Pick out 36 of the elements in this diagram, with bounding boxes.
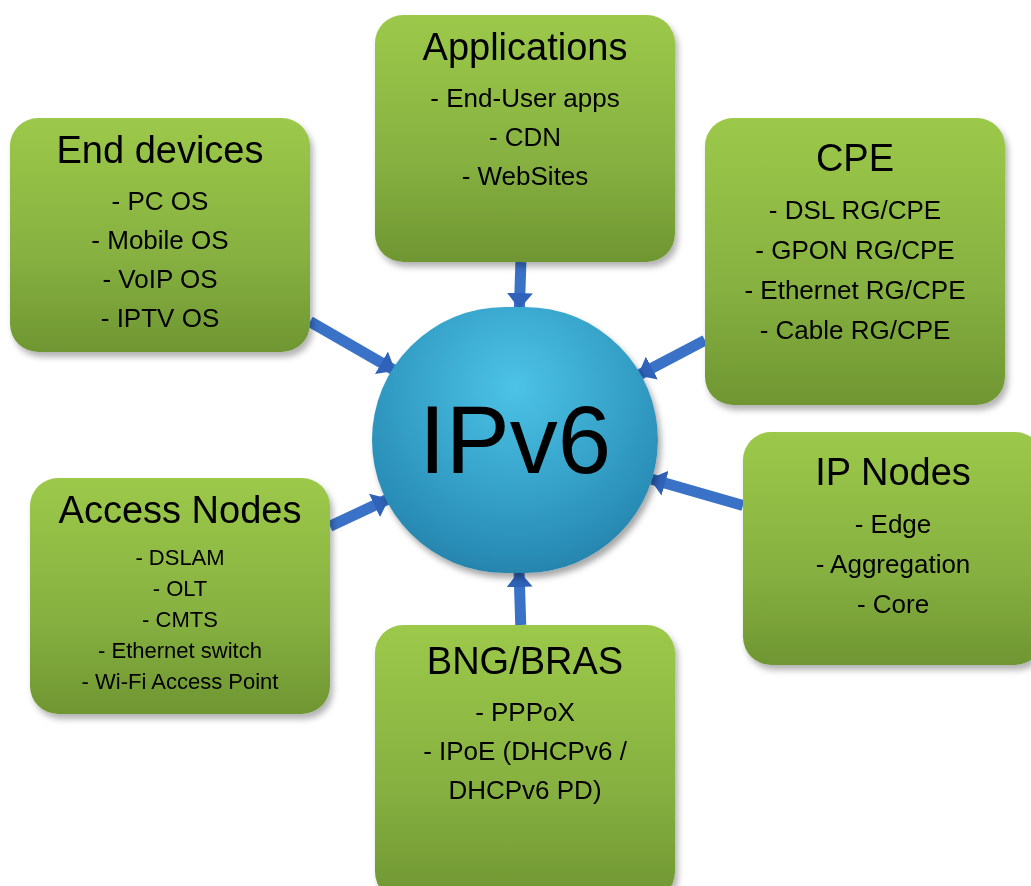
list-item: - WebSites — [460, 160, 590, 193]
list-item: - Cable RG/CPE — [758, 314, 952, 347]
category-box — [743, 432, 1031, 665]
center-title: IPv6 — [418, 392, 612, 488]
list-item: - DSL RG/CPE — [767, 194, 943, 227]
list-item: - GPON RG/CPE — [754, 234, 956, 267]
box-heading: End devices — [56, 128, 264, 173]
arrow — [506, 261, 533, 310]
box-heading: IP Nodes — [815, 450, 971, 495]
category-box — [705, 118, 1005, 405]
box-heading: Applications — [422, 25, 628, 70]
list-item: - PPPoX — [474, 696, 576, 729]
list-item: - OLT — [151, 575, 209, 603]
category-box — [375, 625, 675, 886]
list-item: - DSLAM — [134, 544, 226, 572]
list-item: - Ethernet switch — [97, 637, 263, 665]
box-heading: CPE — [815, 136, 895, 181]
list-item: - CMTS — [141, 606, 219, 634]
arrow — [649, 470, 745, 511]
list-item: - PC OS — [110, 185, 210, 218]
list-item: - IPTV OS — [99, 302, 221, 335]
list-item: - CDN — [487, 121, 563, 154]
category-box — [30, 478, 330, 714]
list-item: - Aggregation — [814, 548, 972, 581]
box-heading: Access Nodes — [58, 488, 302, 533]
list-item: - Edge — [853, 508, 933, 541]
list-item: - End-User apps — [429, 82, 621, 115]
category-box — [10, 118, 310, 352]
category-box — [375, 15, 675, 262]
list-item: - Ethernet RG/CPE — [743, 274, 967, 307]
list-item: - Wi-Fi Access Point — [80, 668, 280, 696]
list-item: - Core — [855, 588, 931, 621]
list-item: - VoIP OS — [101, 263, 219, 296]
list-item: - IPoE (DHCPv6 / DHCPv6 PD) — [422, 735, 628, 807]
list-item: - Mobile OS — [90, 224, 230, 257]
box-heading: BNG/BRAS — [426, 639, 624, 684]
